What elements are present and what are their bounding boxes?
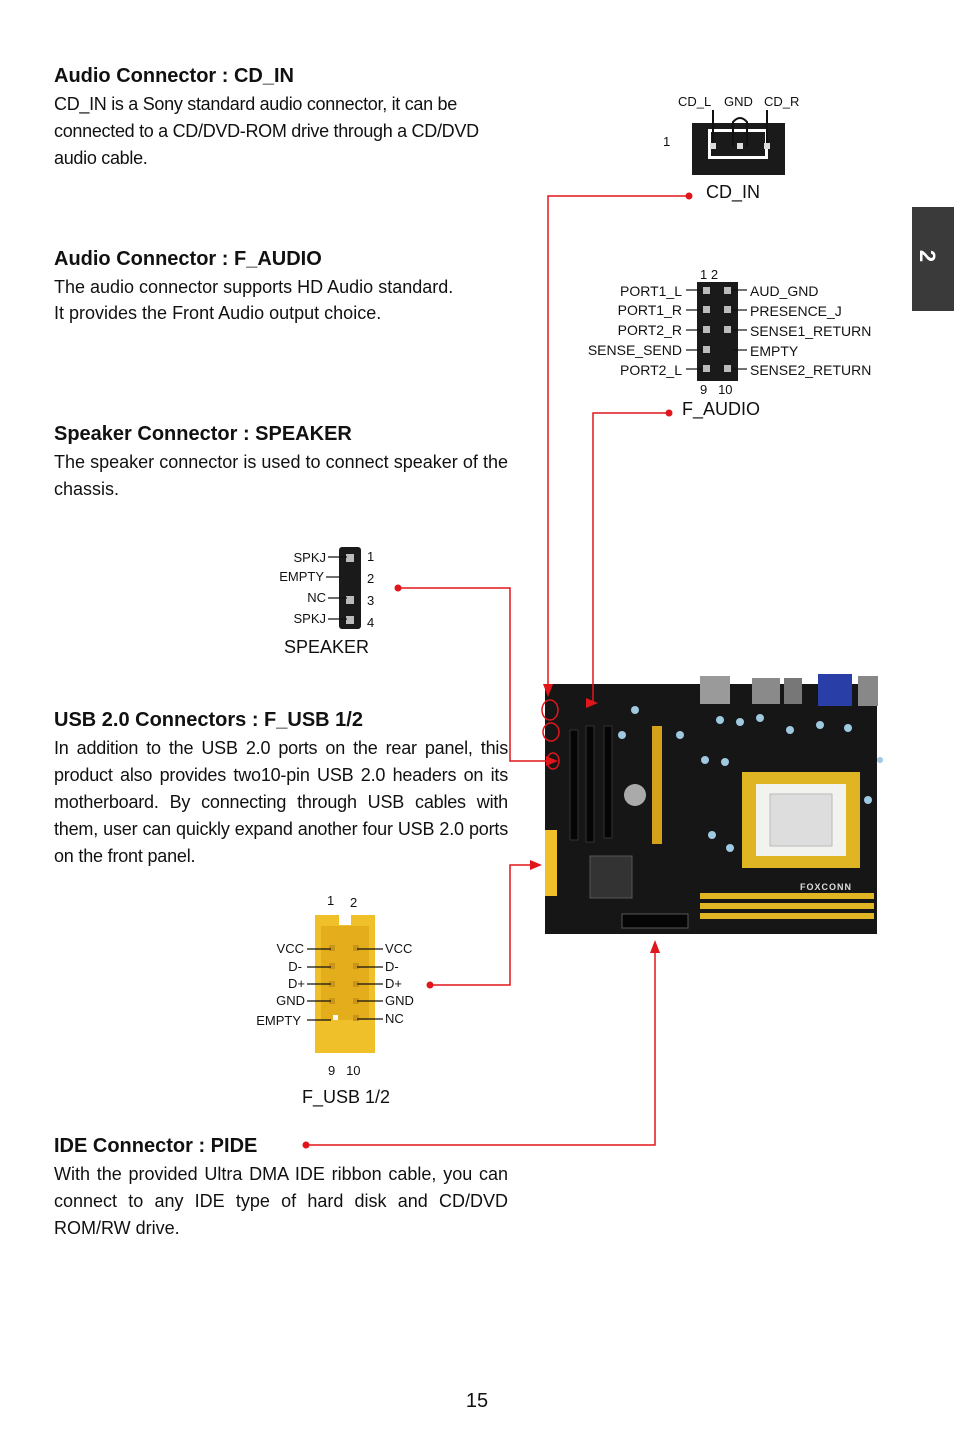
f-audio-heading: Audio Connector : F_AUDIO bbox=[54, 248, 322, 270]
motherboard-graphic bbox=[541, 674, 883, 934]
f-audio-description-line1: The audio connector supports HD Audio st… bbox=[54, 277, 454, 297]
f-audio-pin-empty: EMPTY bbox=[750, 343, 799, 359]
usb-bottom-numbers: 9 10 bbox=[328, 1063, 361, 1078]
speaker-number-2: 2 bbox=[367, 571, 375, 586]
f-audio-pin-port1-r: PORT1_R bbox=[617, 302, 682, 318]
f-audio-pin-presence-j: PRESENCE_J bbox=[750, 303, 842, 319]
usb-right-pin-vcc: VCC bbox=[385, 941, 413, 956]
usb-heading: USB 2.0 Connectors : F_USB 1/2 bbox=[54, 709, 363, 731]
f-audio-pin-port2-r: PORT2_R bbox=[617, 322, 682, 338]
speaker-description: The speaker connector is used to connect… bbox=[54, 452, 508, 499]
speaker-pin-nc: NC bbox=[307, 590, 326, 605]
usb-header-graphic bbox=[307, 915, 383, 1053]
cd-in-pin-gnd: GND bbox=[724, 94, 753, 109]
chapter-tab: 2 bbox=[912, 207, 954, 311]
usb-right-pin-d-plus: D+ bbox=[385, 976, 402, 991]
page-number: 15 bbox=[465, 1390, 489, 1412]
f-audio-pin-sense1-return: SENSE1_RETURN bbox=[750, 323, 872, 339]
f-audio-description-line2: It provides the Front Audio output choic… bbox=[54, 303, 382, 323]
speaker-header-graphic bbox=[326, 547, 361, 629]
cd-in-pin-cd-r: CD_R bbox=[764, 94, 800, 109]
f-audio-pin-port1-l: PORT1_L bbox=[620, 283, 682, 299]
usb-left-pin-empty: EMPTY bbox=[256, 1013, 301, 1028]
cd-in-caption: CD_IN bbox=[706, 182, 761, 202]
speaker-pin-spkj-1: SPKJ bbox=[293, 550, 326, 565]
usb-right-pin-d-minus: D- bbox=[385, 959, 399, 974]
usb-top-number-2: 2 bbox=[350, 895, 358, 910]
f-audio-bottom-numbers: 9 10 bbox=[700, 382, 733, 397]
speaker-heading: Speaker Connector : SPEAKER bbox=[54, 423, 352, 445]
usb-left-pin-d-minus: D- bbox=[288, 959, 302, 974]
ide-description: With the provided Ultra DMA IDE ribbon c… bbox=[54, 1164, 508, 1238]
usb-right-pin-nc: NC bbox=[385, 1011, 404, 1026]
cd-in-pin-cd-l: CD_L bbox=[678, 94, 712, 109]
ide-heading: IDE Connector : PIDE bbox=[54, 1135, 258, 1157]
f-audio-pin-sense-send: SENSE_SEND bbox=[587, 342, 682, 358]
f-audio-header-graphic bbox=[686, 282, 747, 381]
f-audio-caption: F_AUDIO bbox=[682, 399, 761, 419]
speaker-caption: SPEAKER bbox=[284, 637, 370, 657]
speaker-number-4: 4 bbox=[367, 615, 375, 630]
cd-in-description: CD_IN is a Sony standard audio connector… bbox=[54, 94, 479, 168]
callout-markers bbox=[302, 192, 693, 1149]
usb-caption: F_USB 1/2 bbox=[302, 1087, 391, 1107]
speaker-pin-empty: EMPTY bbox=[279, 569, 324, 584]
usb-left-pin-gnd: GND bbox=[276, 993, 305, 1008]
f-audio-top-numbers: 1 2 bbox=[700, 267, 719, 282]
f-audio-pin-aud-gnd: AUD_GND bbox=[750, 283, 819, 299]
f-audio-pin-sense2-return: SENSE2_RETURN bbox=[750, 362, 872, 378]
f-audio-pin-port2-l: PORT2_L bbox=[620, 362, 682, 378]
usb-left-pin-d-plus: D+ bbox=[288, 976, 305, 991]
usb-description: In addition to the USB 2.0 ports on the … bbox=[54, 738, 508, 866]
cd-in-pin1-marker: 1 bbox=[663, 134, 671, 149]
speaker-number-1: 1 bbox=[367, 549, 375, 564]
cd-in-connector-graphic bbox=[692, 110, 785, 175]
usb-right-pin-gnd: GND bbox=[385, 993, 414, 1008]
speaker-number-3: 3 bbox=[367, 593, 375, 608]
board-logo: FOXCONN bbox=[800, 882, 852, 892]
callout-lines bbox=[306, 195, 689, 1146]
usb-left-pin-vcc: VCC bbox=[276, 941, 304, 956]
speaker-pin-spkj-4: SPKJ bbox=[293, 611, 326, 626]
usb-top-number-1: 1 bbox=[327, 893, 335, 908]
cd-in-heading: Audio Connector : CD_IN bbox=[54, 65, 294, 87]
